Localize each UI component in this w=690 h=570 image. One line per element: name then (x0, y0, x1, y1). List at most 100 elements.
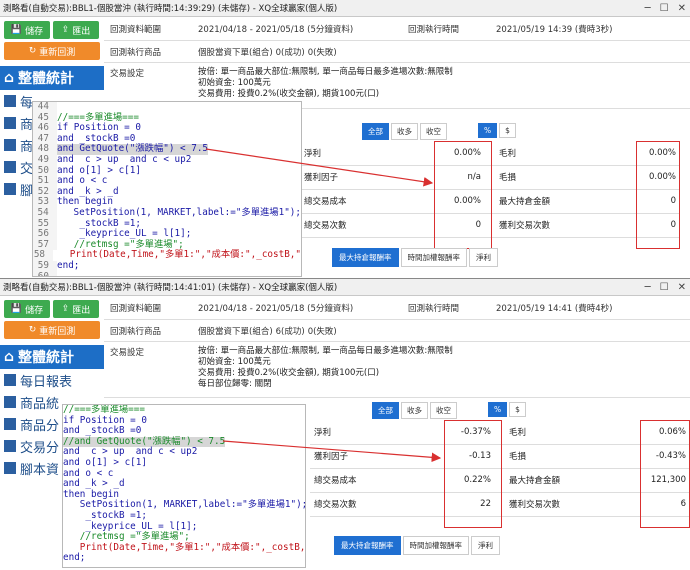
export-label: 匯出 (72, 305, 91, 316)
tab-dollar[interactable]: $ (509, 402, 526, 417)
stats-row: 總交易成本 0.22% 最大持倉金額 121,300 (310, 468, 690, 493)
code-line: 44 (33, 102, 301, 113)
settings-line: 交易費用: 投費0.2%(收交金額), 期貨100元(口) (198, 368, 380, 378)
annotation-box (434, 141, 492, 249)
range-value: 2021/04/18 - 2021/05/18 (5分鐘資料) (198, 24, 354, 35)
nav-item-script[interactable]: 腳 (0, 178, 104, 200)
code-text: then begin (57, 196, 113, 208)
window-title: 測略看(自動交易):BBL1-個股當沖 (執行時間:14:41:01) (未儲存… (3, 283, 338, 293)
code-line: and o[1] > c[1] (63, 457, 305, 469)
nav-item-product-stats[interactable]: 商 (0, 112, 104, 134)
minimize-icon[interactable]: ─ (644, 282, 651, 293)
product-fail-link[interactable]: 0(失敗) (307, 47, 337, 58)
tab-max-position-return[interactable]: 最大持倉報酬率 (332, 248, 399, 267)
code-text: if Position = 0 (57, 122, 141, 134)
code-line: 58 Print(Date,Time,"多單1:","成本價:",_costB,… (33, 250, 301, 261)
code-text: _keyprice_UL = l[1]; (63, 520, 198, 532)
minimize-icon[interactable]: ─ (644, 3, 651, 14)
code-line: 54 SetPosition(1, MARKET,label:="多單進場1")… (33, 207, 301, 219)
nav-label: 交 (20, 161, 34, 177)
code-line: SetPosition(1, MARKET,label:="多單進場1"); (63, 500, 305, 511)
product-success-link[interactable]: 6(成功) (275, 326, 305, 337)
line-number: 57 (33, 239, 57, 251)
nav-label: 每日報表 (20, 374, 73, 390)
nav-label: 腳 (20, 183, 34, 199)
tab-all[interactable]: 全部 (362, 123, 389, 140)
nav-item-product-analysis[interactable]: 商 (0, 134, 104, 156)
nav-item-product-stats[interactable]: 商品統 (0, 391, 104, 413)
tab-time-weighted-return[interactable]: 時間加權報酬率 (402, 536, 469, 555)
save-icon: 💾 (10, 25, 23, 35)
stat-value: 0.00% (625, 141, 680, 166)
settings-line: 按倍: 單一商品最大部位:無限制, 單一商品每日最多進場次數:無限制 (198, 67, 453, 77)
settings-line: 初始資金: 100萬元 (198, 78, 271, 88)
product-success-link[interactable]: 0(成功) (275, 47, 305, 58)
range-label: 回測資料範圍 (110, 24, 162, 35)
table-icon (4, 418, 16, 430)
main-panel: 回測資料範圍 2021/04/18 - 2021/05/18 (5分鐘資料) 回… (104, 296, 690, 570)
nav-item-trade-analysis[interactable]: 交 (0, 156, 104, 178)
info-row-range: 回測資料範圍 2021/04/18 - 2021/05/18 (5分鐘資料) 回… (104, 296, 690, 320)
range-value: 2021/04/18 - 2021/05/18 (5分鐘資料) (198, 303, 354, 314)
export-button[interactable]: ⇪匯出 (53, 21, 99, 39)
rerun-button[interactable]: ↻重新回測 (4, 321, 100, 339)
info-row-range: 回測資料範圍 2021/04/18 - 2021/05/18 (5分鐘資料) 回… (104, 17, 690, 41)
unit-tabs: % $ (488, 402, 526, 417)
close-icon[interactable]: ✕ (677, 282, 686, 293)
stat-value: 0.00% (430, 189, 485, 214)
nav-item-daily[interactable]: 每 (0, 90, 104, 112)
tab-time-weighted-return[interactable]: 時間加權報酬率 (400, 248, 467, 267)
range-label: 回測資料範圍 (110, 303, 162, 314)
tab-long[interactable]: 收多 (391, 123, 418, 140)
product-fail-link[interactable]: 0(失敗) (307, 326, 337, 337)
code-text: end; (57, 259, 80, 271)
nav-item-script[interactable]: 腳本資 (0, 457, 104, 479)
code-line: 56 _keyprice_UL = l[1]; (33, 229, 301, 240)
nav-title: 整體統計 (18, 350, 75, 366)
tab-net-profit[interactable]: 淨利 (469, 248, 498, 267)
code-editor-2[interactable]: //===多單進場=== if Position = 0 and _stockB… (62, 404, 306, 568)
nav-overall-stats[interactable]: ⌂整體統計 (0, 345, 104, 369)
stat-value: 0.00% (625, 165, 680, 190)
export-button[interactable]: ⇪匯出 (53, 300, 99, 318)
stats-row: 總交易次數 22 獲利交易次數 6 (310, 492, 690, 517)
tab-all[interactable]: 全部 (372, 402, 399, 419)
nav-item-product-analysis[interactable]: 商品分 (0, 413, 104, 435)
tab-net-profit[interactable]: 淨利 (471, 536, 500, 555)
tab-short[interactable]: 收空 (420, 123, 447, 140)
info-row-settings: 交易設定 按倍: 單一商品最大部位:無限制, 單一商品每日最多進場次數:無限制 … (104, 63, 690, 109)
code-line: 57 //retmsg ="多單進場"; (33, 239, 301, 251)
code-line: 45//===多單進場=== (33, 112, 301, 124)
nav-item-daily[interactable]: 每日報表 (0, 369, 104, 391)
tab-max-position-return[interactable]: 最大持倉報酬率 (334, 536, 401, 555)
code-line: end; (63, 553, 305, 564)
save-button[interactable]: 💾儲存 (4, 300, 50, 318)
code-text: _keyprice_UL = l[1]; (57, 228, 192, 240)
code-text: end; (63, 552, 86, 564)
nav-item-trade-analysis[interactable]: 交易分 (0, 435, 104, 457)
tab-percent[interactable]: % (488, 402, 508, 417)
settings-line: 每日部位歸零: 關閉 (198, 379, 272, 389)
maximize-icon[interactable]: ☐ (659, 3, 669, 14)
save-button[interactable]: 💾儲存 (4, 21, 50, 39)
save-label: 儲存 (25, 305, 44, 316)
tab-percent[interactable]: % (478, 123, 498, 138)
nav-overall-stats[interactable]: ⌂整體統計 (0, 66, 104, 90)
tab-short[interactable]: 收空 (430, 402, 457, 419)
tab-dollar[interactable]: $ (499, 123, 516, 138)
tab-long[interactable]: 收多 (401, 402, 428, 419)
code-text: //===多單進場=== (63, 404, 145, 415)
settings-line: 按倍: 單一商品最大部位:無限制, 單一商品每日最多進場次數:無限制 (198, 346, 453, 356)
export-label: 匯出 (72, 26, 91, 37)
export-icon: ⇪ (61, 304, 70, 314)
close-icon[interactable]: ✕ (677, 3, 686, 14)
rerun-button[interactable]: ↻重新回測 (4, 42, 100, 60)
code-text: //and GetQuote("漲跌幅") < 7.5 (63, 435, 226, 448)
maximize-icon[interactable]: ☐ (659, 282, 669, 293)
home-icon: ⌂ (4, 349, 15, 365)
settings-line: 初始資金: 100萬元 (198, 357, 271, 367)
code-line: _keyprice_UL = l[1]; (63, 520, 305, 533)
annotation-box (636, 141, 680, 249)
